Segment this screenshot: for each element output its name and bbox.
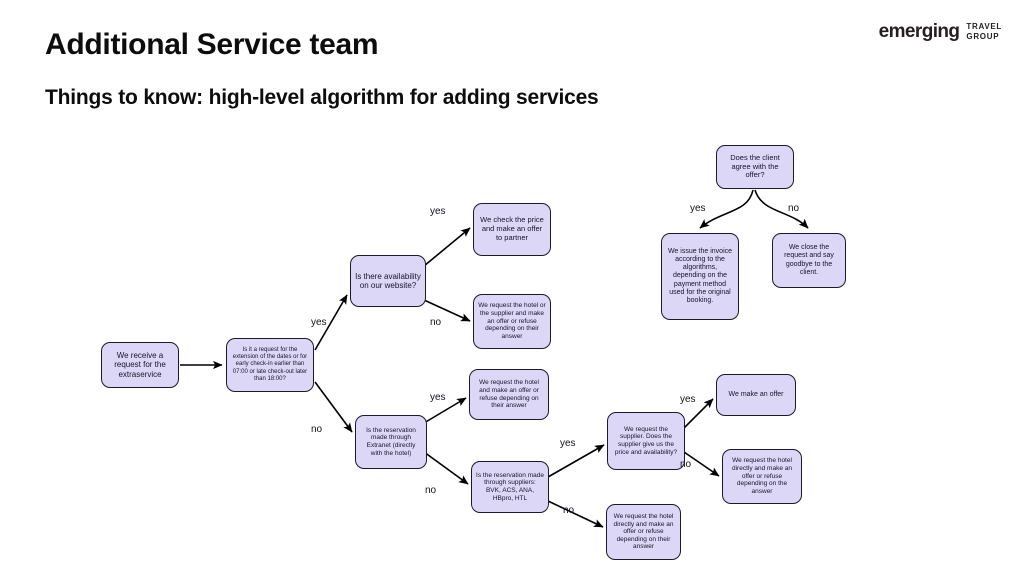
logo-subtext: TRAVEL GROUP bbox=[966, 22, 1002, 40]
logo-subtext-line1: TRAVEL bbox=[966, 22, 1002, 32]
edge-label-no: no bbox=[425, 485, 437, 496]
logo-wordmark: emerging bbox=[878, 21, 960, 42]
flowchart-node-a_req_hotel2: We request the hotel directly and make a… bbox=[722, 449, 802, 504]
edge-label-yes: yes bbox=[430, 392, 446, 403]
flowchart-node-label: We issue the invoice according to the al… bbox=[667, 247, 733, 305]
emerging-travel-group-logo: emerging TRAVEL GROUP bbox=[879, 22, 1002, 41]
flowchart-node-label: Is the reservation made through Extranet… bbox=[366, 426, 416, 457]
flowchart-node-label: We check the price and make an offer to … bbox=[480, 215, 544, 242]
edge-label-no: no bbox=[788, 203, 800, 214]
edge-label-no: no bbox=[430, 317, 442, 328]
flowchart-node-start: We receive a request for the extraservic… bbox=[101, 342, 179, 388]
flowchart-node-q_supplier_p: We request the supplier. Does the suppli… bbox=[607, 412, 685, 470]
logo-subtext-line2: GROUP bbox=[966, 31, 1000, 41]
flowchart-node-q_extension: Is it a request for the extension of the… bbox=[226, 338, 314, 392]
flowchart-node-q_extranet: Is the reservation made through Extranet… bbox=[355, 415, 427, 469]
flowchart-node-a_req_hotel3: We request the hotel directly and make a… bbox=[606, 504, 681, 560]
flowchart-node-a_make_offer: We make an offer bbox=[716, 374, 796, 416]
flowchart-node-a_close: We close the request and say goodbye to … bbox=[772, 233, 846, 288]
edge-label-no: no bbox=[563, 505, 575, 516]
flowchart-node-label: We request the hotel and make an offer o… bbox=[479, 379, 539, 410]
flowchart-node-label: Is the reservation made through supplier… bbox=[476, 471, 544, 502]
flowchart-edge bbox=[423, 451, 469, 485]
flowchart-node-a_req_hotel1: We request the hotel and make an offer o… bbox=[469, 369, 549, 420]
edge-label-no: no bbox=[311, 424, 323, 435]
edge-label-yes: yes bbox=[311, 317, 327, 328]
flowchart-node-label: Is it a request for the extension of the… bbox=[232, 347, 308, 382]
page-subtitle: Things to know: high-level algorithm for… bbox=[45, 86, 599, 109]
edge-label-yes: yes bbox=[680, 394, 696, 405]
edge-label-yes: yes bbox=[690, 203, 706, 214]
flowchart-edge bbox=[547, 500, 604, 528]
page-title: Additional Service team bbox=[45, 28, 379, 61]
edge-label-yes: yes bbox=[430, 206, 446, 217]
flowchart-node-label: Is there availability on our website? bbox=[355, 271, 421, 290]
flowchart-node-q_suppliers: Is the reservation made through supplier… bbox=[471, 461, 549, 513]
flowchart-node-a_invoice: We issue the invoice according to the al… bbox=[661, 233, 739, 320]
flowchart-edge bbox=[699, 189, 754, 229]
flowchart-node-a_request_sup: We request the hotel or the supplier and… bbox=[473, 294, 551, 349]
flowchart-edge bbox=[547, 444, 605, 478]
flowchart-node-label: We request the hotel directly and make a… bbox=[613, 512, 674, 551]
flowchart-edge bbox=[754, 189, 809, 229]
edge-label-yes: yes bbox=[560, 438, 576, 449]
flowchart-edge bbox=[423, 227, 471, 267]
flowchart-node-label: We close the request and say goodbye to … bbox=[784, 244, 834, 276]
edge-label-no: no bbox=[680, 459, 692, 470]
flowchart-node-label: Does the client agree with the offer? bbox=[730, 152, 780, 180]
flowchart-node-q_agree: Does the client agree with the offer? bbox=[716, 145, 794, 189]
flowchart-node-label: We request the hotel or the supplier and… bbox=[478, 302, 546, 340]
flowchart-node-label: We make an offer bbox=[728, 390, 784, 398]
flowchart-node-label: We receive a request for the extraservic… bbox=[114, 350, 166, 379]
flowchart-node-q_website: Is there availability on our website? bbox=[350, 255, 426, 307]
flowchart-node-label: We request the hotel directly and make a… bbox=[732, 457, 792, 495]
flowchart-node-a_price: We check the price and make an offer to … bbox=[473, 203, 551, 256]
flowchart-node-label: We request the supplier. Does the suppli… bbox=[614, 425, 678, 456]
